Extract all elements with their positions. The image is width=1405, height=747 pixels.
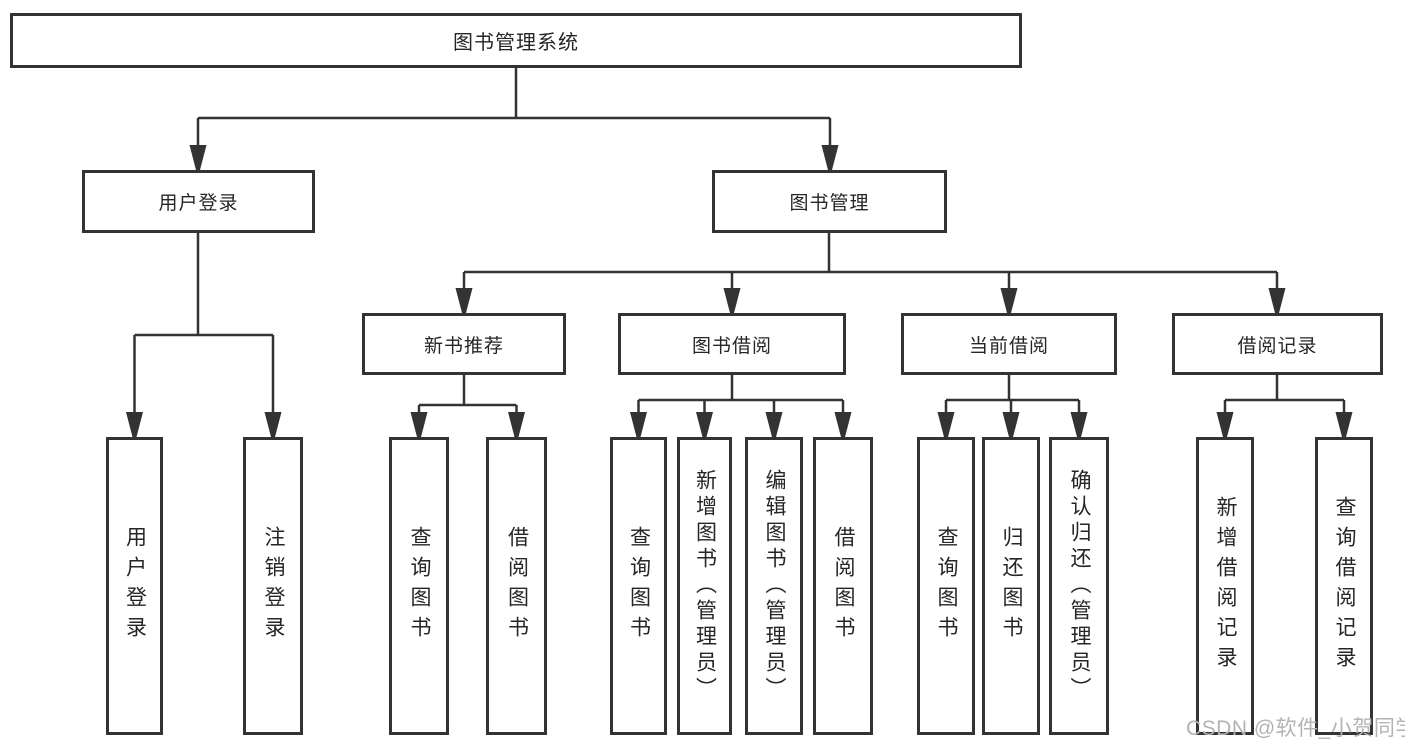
arrowhead-icon: [696, 412, 713, 437]
arrowhead-icon: [1070, 412, 1088, 437]
arrowhead-icon: [723, 288, 741, 313]
arrowhead-icon: [937, 412, 955, 437]
leaf-query-book-1: 查询图书: [389, 437, 449, 735]
arrowhead-group: [126, 145, 1353, 437]
arrowhead-icon: [1216, 412, 1234, 437]
arrowhead-icon: [765, 412, 783, 437]
leaf-logout: 注销登录: [243, 437, 303, 735]
arrowhead-icon: [1268, 288, 1286, 313]
leaf-add-book-admin: 新增图书（管理员）: [677, 437, 732, 735]
node-root: 图书管理系统: [10, 13, 1022, 68]
arrowhead-icon: [1000, 288, 1018, 313]
arrowhead-icon: [410, 412, 428, 437]
watermark: CSDN @软件_小贺同学: [1186, 717, 1405, 740]
arrowhead-icon: [126, 412, 143, 437]
arrowhead-icon: [1002, 412, 1020, 437]
node-user-login: 用户登录: [82, 170, 315, 233]
arrowhead-icon: [821, 145, 839, 170]
arrowhead-icon: [455, 288, 473, 313]
node-book-borrow: 图书借阅: [618, 313, 846, 375]
leaf-confirm-return-admin: 确认归还（管理员）: [1049, 437, 1109, 735]
leaf-add-borrow-record: 新增借阅记录: [1196, 437, 1254, 735]
connector-paths: [133, 68, 1346, 435]
node-current-borrow: 当前借阅: [901, 313, 1117, 375]
leaf-query-borrow-record: 查询借阅记录: [1315, 437, 1373, 735]
node-book-management: 图书管理: [712, 170, 947, 233]
leaf-query-book-2: 查询图书: [610, 437, 667, 735]
arrowhead-icon: [1335, 412, 1353, 437]
arrowhead-icon: [189, 145, 207, 170]
arrowhead-icon: [264, 412, 282, 437]
arrowhead-icon: [630, 412, 647, 437]
node-borrow-records: 借阅记录: [1172, 313, 1383, 375]
arrowhead-icon: [834, 412, 852, 437]
leaf-borrow-book-2: 借阅图书: [813, 437, 873, 735]
leaf-return-book: 归还图书: [982, 437, 1040, 735]
node-new-book-recommend: 新书推荐: [362, 313, 566, 375]
leaf-user-login: 用户登录: [106, 437, 163, 735]
leaf-edit-book-admin: 编辑图书（管理员）: [745, 437, 803, 735]
arrowhead-icon: [508, 412, 525, 437]
leaf-query-book-3: 查询图书: [917, 437, 975, 735]
leaf-borrow-book-1: 借阅图书: [486, 437, 547, 735]
